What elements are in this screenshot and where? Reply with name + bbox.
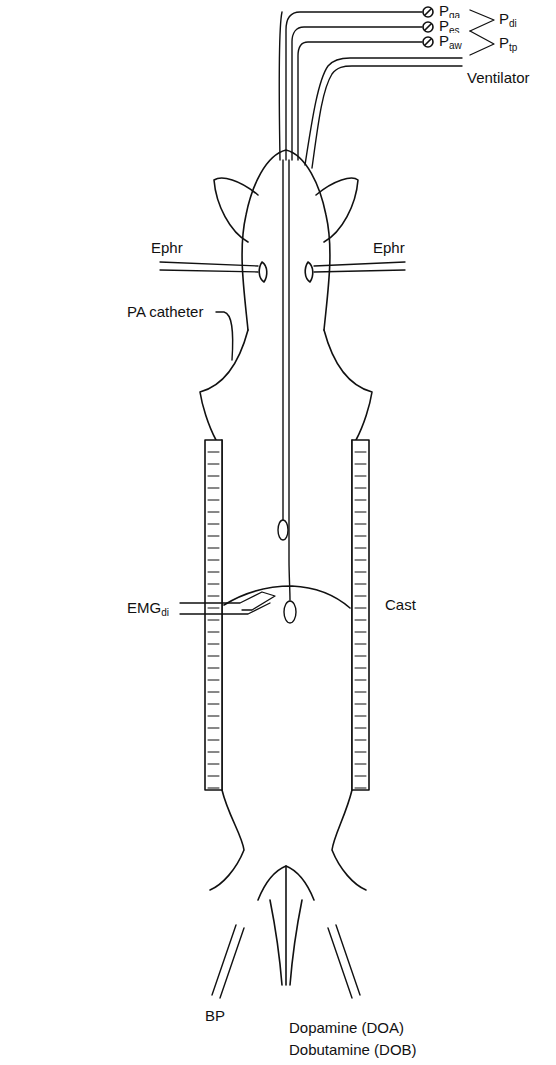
cast-tick <box>355 596 366 597</box>
cast-tick <box>208 740 219 741</box>
cast-tick <box>208 716 219 717</box>
cast-tick <box>208 728 219 729</box>
cast-tick <box>208 776 219 777</box>
diaphragm <box>224 586 350 608</box>
cast-tick <box>208 788 219 789</box>
difference-brackets <box>470 10 494 55</box>
cast-tick <box>208 632 219 633</box>
cast-tick <box>208 752 219 753</box>
cast-tick <box>208 572 219 573</box>
cast-tick <box>208 668 219 669</box>
cast-tick <box>355 536 366 537</box>
cast-tick <box>355 560 366 561</box>
cast-tick <box>355 680 366 681</box>
cast-tick <box>355 632 366 633</box>
cast-tick <box>355 464 366 465</box>
cast-tick <box>208 608 219 609</box>
pressure-signal: Paw <box>438 33 463 51</box>
cast-tick <box>355 656 366 657</box>
drug-label: Dobutamine (DOB) <box>288 1042 418 1059</box>
cast-tick <box>355 476 366 477</box>
cast-tick <box>355 788 366 789</box>
cast-tick <box>208 584 219 585</box>
cast-tick <box>355 692 366 693</box>
catheter-tubes <box>279 12 462 168</box>
cast-tick <box>355 608 366 609</box>
emg-electrode-wires <box>180 592 275 614</box>
cast-tick <box>208 524 219 525</box>
phrenic-electrode-wires <box>160 262 405 272</box>
bp-catheter-lines <box>212 925 360 998</box>
cast-tick <box>355 716 366 717</box>
cast-tick <box>355 512 366 513</box>
cast-tick <box>208 680 219 681</box>
cast-tick <box>355 752 366 753</box>
cast-tick <box>208 512 219 513</box>
pressure-signal: Ptp <box>498 35 518 53</box>
cast-tick <box>208 488 219 489</box>
cast-tick <box>208 644 219 645</box>
cast-tick <box>355 776 366 777</box>
cast-tick <box>355 548 366 549</box>
cast-tick <box>355 668 366 669</box>
pa-catheter-line <box>216 312 233 360</box>
catheter-label: PA catheter <box>126 304 204 321</box>
cast-tick <box>355 740 366 741</box>
cast-tick <box>208 692 219 693</box>
cast-tick <box>208 548 219 549</box>
cast-tick <box>355 644 366 645</box>
cast-tick <box>355 728 366 729</box>
transducer-symbols <box>423 7 433 47</box>
pressure-signal: Pdi <box>498 11 518 29</box>
cast-tick <box>355 524 366 525</box>
cast-tick <box>208 536 219 537</box>
cast-tick <box>208 560 219 561</box>
cast-tick <box>355 704 366 705</box>
cast-tick <box>208 464 219 465</box>
balloon-catheters <box>278 160 296 623</box>
cast-tick <box>355 572 366 573</box>
cast-tick <box>208 620 219 621</box>
cast-tick <box>355 764 366 765</box>
cast-tick <box>208 452 219 453</box>
part-label: Cast <box>384 597 417 614</box>
electrode-label: Ephr <box>150 240 184 257</box>
cast-tick <box>208 500 219 501</box>
drug-label: Dopamine (DOA) <box>288 1020 405 1037</box>
cast-tick <box>355 488 366 489</box>
cast-tick <box>355 500 366 501</box>
cast-tick <box>208 476 219 477</box>
signal-label: BP <box>204 1008 226 1025</box>
cast-tick <box>208 764 219 765</box>
body-cast <box>205 440 369 790</box>
cast-tick <box>355 620 366 621</box>
device-label: Ventilator <box>466 70 531 87</box>
cast-tick <box>208 596 219 597</box>
dog-outline <box>200 150 372 985</box>
cast-tick <box>355 584 366 585</box>
cast-tick <box>208 704 219 705</box>
electrode-label: Ephr <box>372 240 406 257</box>
cast-tick <box>208 656 219 657</box>
cast-tick <box>355 452 366 453</box>
signal-label: EMGdi <box>126 600 170 618</box>
